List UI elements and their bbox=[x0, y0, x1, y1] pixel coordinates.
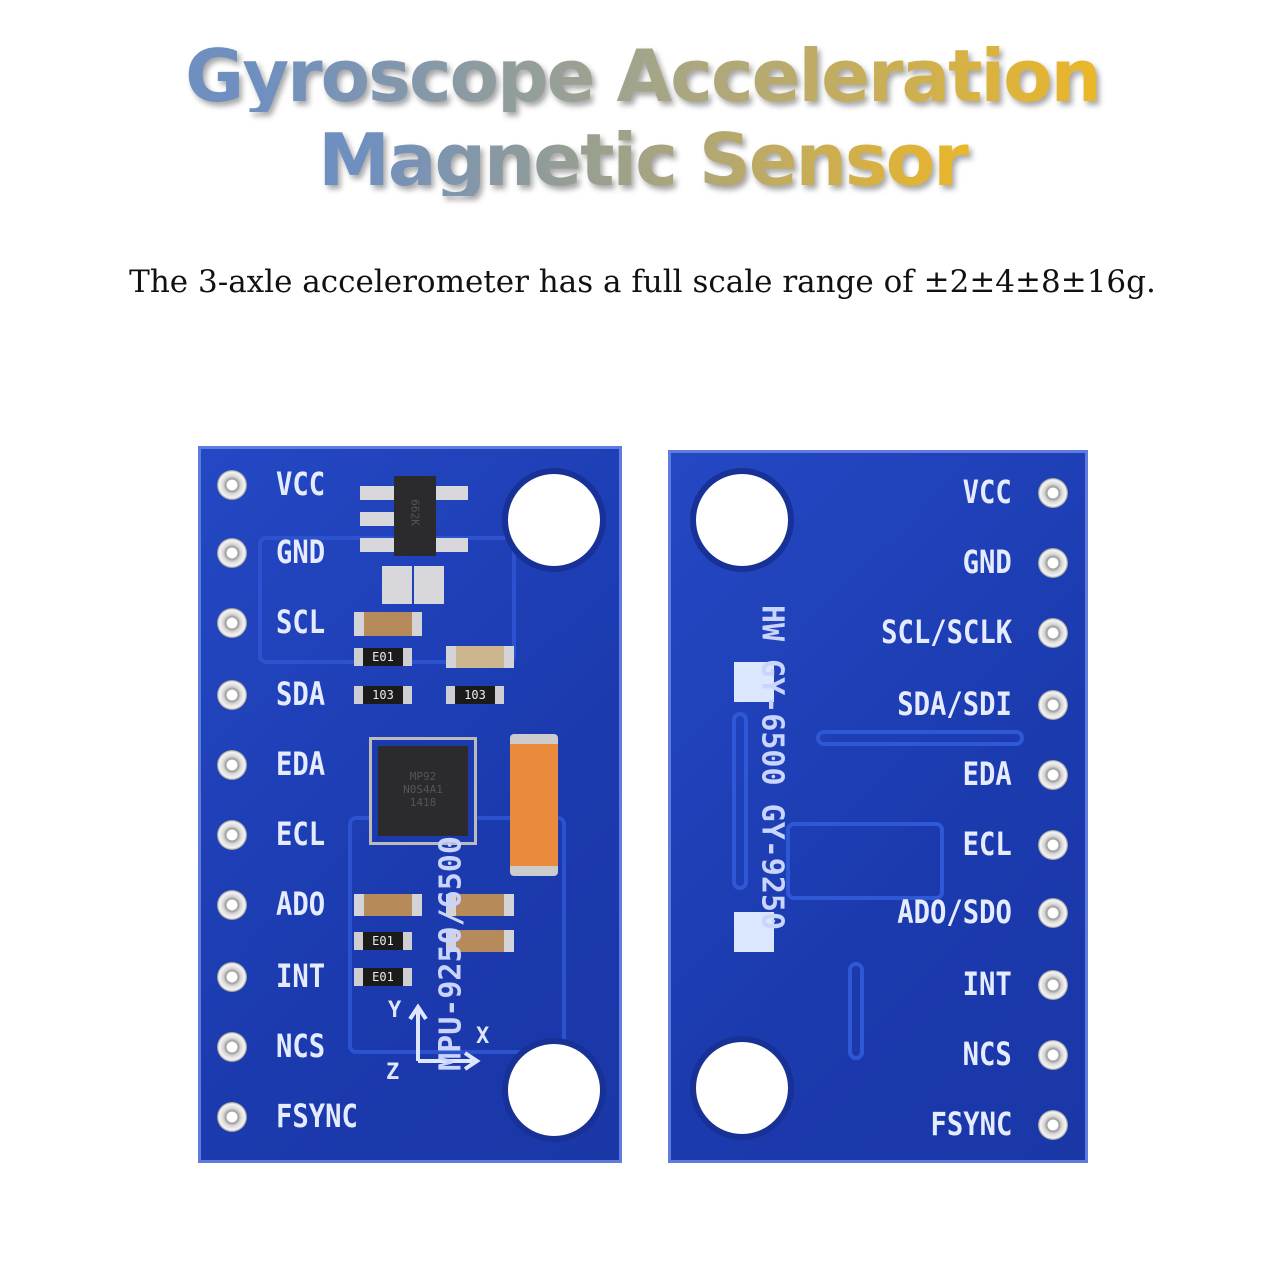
resistor: 103 bbox=[354, 686, 412, 704]
front-pin-label: GND bbox=[276, 533, 326, 571]
pin-hole bbox=[1038, 898, 1068, 928]
back-pin-label: ECL bbox=[962, 825, 1012, 863]
chip-mark-line: MP92 bbox=[409, 770, 437, 783]
front-pin-label: VCC bbox=[276, 465, 326, 503]
tantalum-capacitor bbox=[510, 734, 558, 876]
front-pin-label: NCS bbox=[276, 1027, 326, 1065]
front-pin-label: FSYNC bbox=[276, 1097, 358, 1135]
resistor: 103 bbox=[446, 686, 504, 704]
title-line-1: Gyroscope Acceleration bbox=[0, 40, 1285, 112]
capacitor bbox=[446, 646, 514, 668]
pad bbox=[360, 486, 396, 500]
back-pin-label: NCS bbox=[962, 1035, 1012, 1073]
back-pin-label: SCL/SCLK bbox=[880, 613, 1012, 651]
front-pin-label: SCL bbox=[276, 603, 326, 641]
front-pin-label: EDA bbox=[276, 745, 326, 783]
pad bbox=[414, 566, 444, 604]
mounting-hole bbox=[696, 474, 788, 566]
regulator-chip: 662K bbox=[394, 476, 436, 556]
front-board-photo: 662K E01 103 103 MP92 N0S4A1 1418 E01 E0… bbox=[198, 446, 622, 1163]
pin-hole bbox=[1038, 760, 1068, 790]
pin-hole bbox=[217, 1032, 247, 1062]
pad bbox=[432, 486, 468, 500]
back-pin-label: INT bbox=[962, 965, 1012, 1003]
back-model-label: HW GY-6500 GY-9250 bbox=[754, 604, 790, 931]
front-pin-label: INT bbox=[276, 957, 326, 995]
resistor: E01 bbox=[354, 648, 412, 666]
pin-hole bbox=[1038, 1040, 1068, 1070]
pad bbox=[360, 512, 396, 526]
axis-diagram: Y X Z bbox=[386, 998, 489, 1081]
chip-mark-line: N0S4A1 bbox=[403, 783, 443, 796]
pin-hole bbox=[1038, 548, 1068, 578]
pcb-trace bbox=[786, 822, 944, 900]
pin-hole bbox=[217, 538, 247, 568]
pin-hole bbox=[1038, 830, 1068, 860]
mpu-chip: MP92 N0S4A1 1418 bbox=[378, 746, 468, 836]
axis-arrows bbox=[408, 1003, 481, 1071]
front-pin-label: SDA bbox=[276, 675, 326, 713]
pcb-trace bbox=[816, 730, 1024, 746]
pad bbox=[360, 538, 396, 552]
capacitor bbox=[446, 930, 514, 952]
pin-hole bbox=[1038, 970, 1068, 1000]
title-line-2: Magnetic Sensor bbox=[0, 124, 1285, 196]
pin-hole bbox=[217, 750, 247, 780]
regulator-mark: 662K bbox=[408, 499, 422, 526]
capacitor bbox=[446, 894, 514, 916]
pcb-trace bbox=[732, 712, 748, 890]
capacitor bbox=[354, 894, 422, 916]
solder-jumper bbox=[734, 912, 774, 952]
pin-hole bbox=[1038, 690, 1068, 720]
back-pin-label: ADO/SDO bbox=[897, 893, 1012, 931]
pin-hole bbox=[217, 820, 247, 850]
axis-z-label: Z bbox=[386, 1060, 399, 1081]
pin-hole bbox=[217, 890, 247, 920]
mounting-hole bbox=[508, 1044, 600, 1136]
pin-hole bbox=[217, 962, 247, 992]
subtitle: The 3-axle accelerometer has a full scal… bbox=[129, 264, 1156, 300]
pin-hole bbox=[217, 608, 247, 638]
front-pin-label: ADO bbox=[276, 885, 326, 923]
mounting-hole bbox=[508, 474, 600, 566]
pin-hole bbox=[1038, 478, 1068, 508]
solder-jumper bbox=[734, 662, 774, 702]
pcb-trace bbox=[848, 962, 864, 1060]
mounting-hole bbox=[696, 1042, 788, 1134]
back-pin-label: EDA bbox=[962, 755, 1012, 793]
pin-hole bbox=[217, 680, 247, 710]
pad bbox=[432, 538, 468, 552]
back-pin-label: GND bbox=[962, 543, 1012, 581]
resistor: E01 bbox=[354, 968, 412, 986]
back-board-photo: HW GY-6500 GY-9250 VCC GND SCL/SCLK SDA/SDI… bbox=[668, 450, 1088, 1163]
pin-hole bbox=[217, 470, 247, 500]
resistor: E01 bbox=[354, 932, 412, 950]
pad bbox=[382, 566, 412, 604]
front-pin-label: ECL bbox=[276, 815, 326, 853]
back-pin-label: SDA/SDI bbox=[897, 685, 1012, 723]
chip-mark: MP92 N0S4A1 1418 bbox=[378, 770, 468, 809]
back-pin-label: FSYNC bbox=[930, 1105, 1012, 1143]
front-model-label: MPU-9250/6500 bbox=[433, 836, 469, 1071]
back-pin-label: VCC bbox=[962, 473, 1012, 511]
pin-hole bbox=[217, 1102, 247, 1132]
pin-hole bbox=[1038, 618, 1068, 648]
axis-x-label: X bbox=[476, 1024, 489, 1049]
chip-mark-line: 1418 bbox=[409, 796, 437, 809]
pin-hole bbox=[1038, 1110, 1068, 1140]
capacitor bbox=[354, 612, 422, 636]
axis-y-label: Y bbox=[388, 998, 402, 1023]
